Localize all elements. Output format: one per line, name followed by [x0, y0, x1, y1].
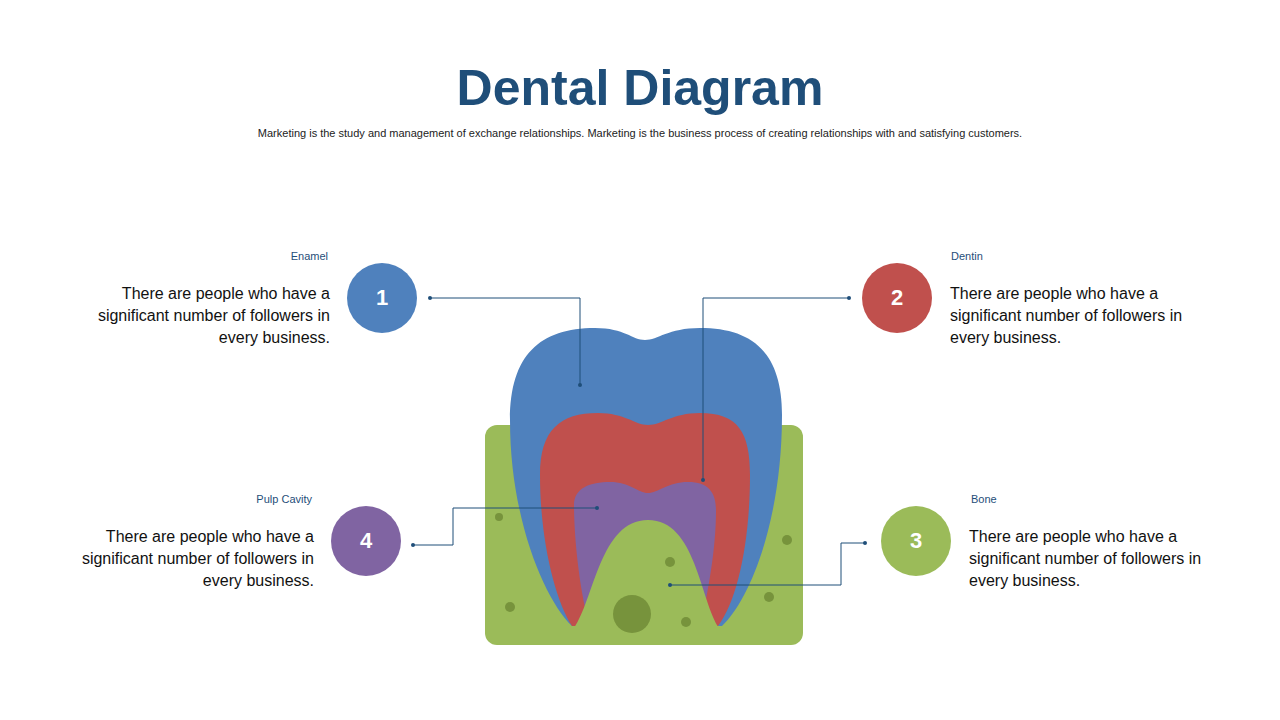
- leader-lines: [413, 298, 865, 585]
- bone-dot: [681, 617, 691, 627]
- leader-dot: [411, 543, 415, 547]
- leader-dot: [578, 383, 582, 387]
- leader-dot: [847, 296, 851, 300]
- callout-body: There are people who have a significant …: [969, 526, 1209, 592]
- leader-dot: [428, 296, 432, 300]
- circle-fill: [862, 263, 932, 333]
- circle-fill: [881, 506, 951, 576]
- bone-dot: [764, 592, 774, 602]
- callout-number: 4: [331, 506, 401, 576]
- slide-title: Dental Diagram: [0, 58, 1280, 118]
- callout-heading: Bone: [971, 493, 997, 505]
- leader-line: [703, 298, 849, 480]
- leader-line: [413, 508, 597, 545]
- callout-body: There are people who have a significant …: [74, 526, 314, 592]
- callout-circle: 1EnamelThere are people who have a signi…: [347, 263, 417, 333]
- leader-line: [430, 298, 580, 385]
- callout-heading: Enamel: [291, 250, 328, 262]
- callout-number: 3: [881, 506, 951, 576]
- bone-arch: [574, 520, 719, 644]
- callout-body: There are people who have a significant …: [950, 283, 1190, 349]
- leader-dot: [701, 478, 705, 482]
- callout-circle: 2DentinThere are people who have a signi…: [862, 263, 932, 333]
- callout-body: There are people who have a significant …: [90, 283, 330, 349]
- callout-heading: Dentin: [951, 250, 983, 262]
- circle-fill: [347, 263, 417, 333]
- leader-dots: [411, 296, 867, 587]
- bone-dot: [505, 602, 515, 612]
- leader-line: [670, 543, 865, 585]
- bone-dot: [665, 557, 675, 567]
- callout-circle: 4Pulp CavityThere are people who have a …: [331, 506, 401, 576]
- leader-dot: [863, 541, 867, 545]
- circle-fill: [331, 506, 401, 576]
- slide-caption: Marketing is the study and management of…: [0, 127, 1280, 140]
- bone-dot: [782, 535, 792, 545]
- bone-dot: [495, 513, 503, 521]
- bone-dots: [495, 513, 792, 633]
- callout-number: 1: [347, 263, 417, 333]
- callout-circle: 3BoneThere are people who have a signifi…: [881, 506, 951, 576]
- leader-dot: [668, 583, 672, 587]
- callout-heading: Pulp Cavity: [256, 493, 312, 505]
- callout-number: 2: [862, 263, 932, 333]
- leader-dot: [595, 506, 599, 510]
- bone-dot: [613, 595, 651, 633]
